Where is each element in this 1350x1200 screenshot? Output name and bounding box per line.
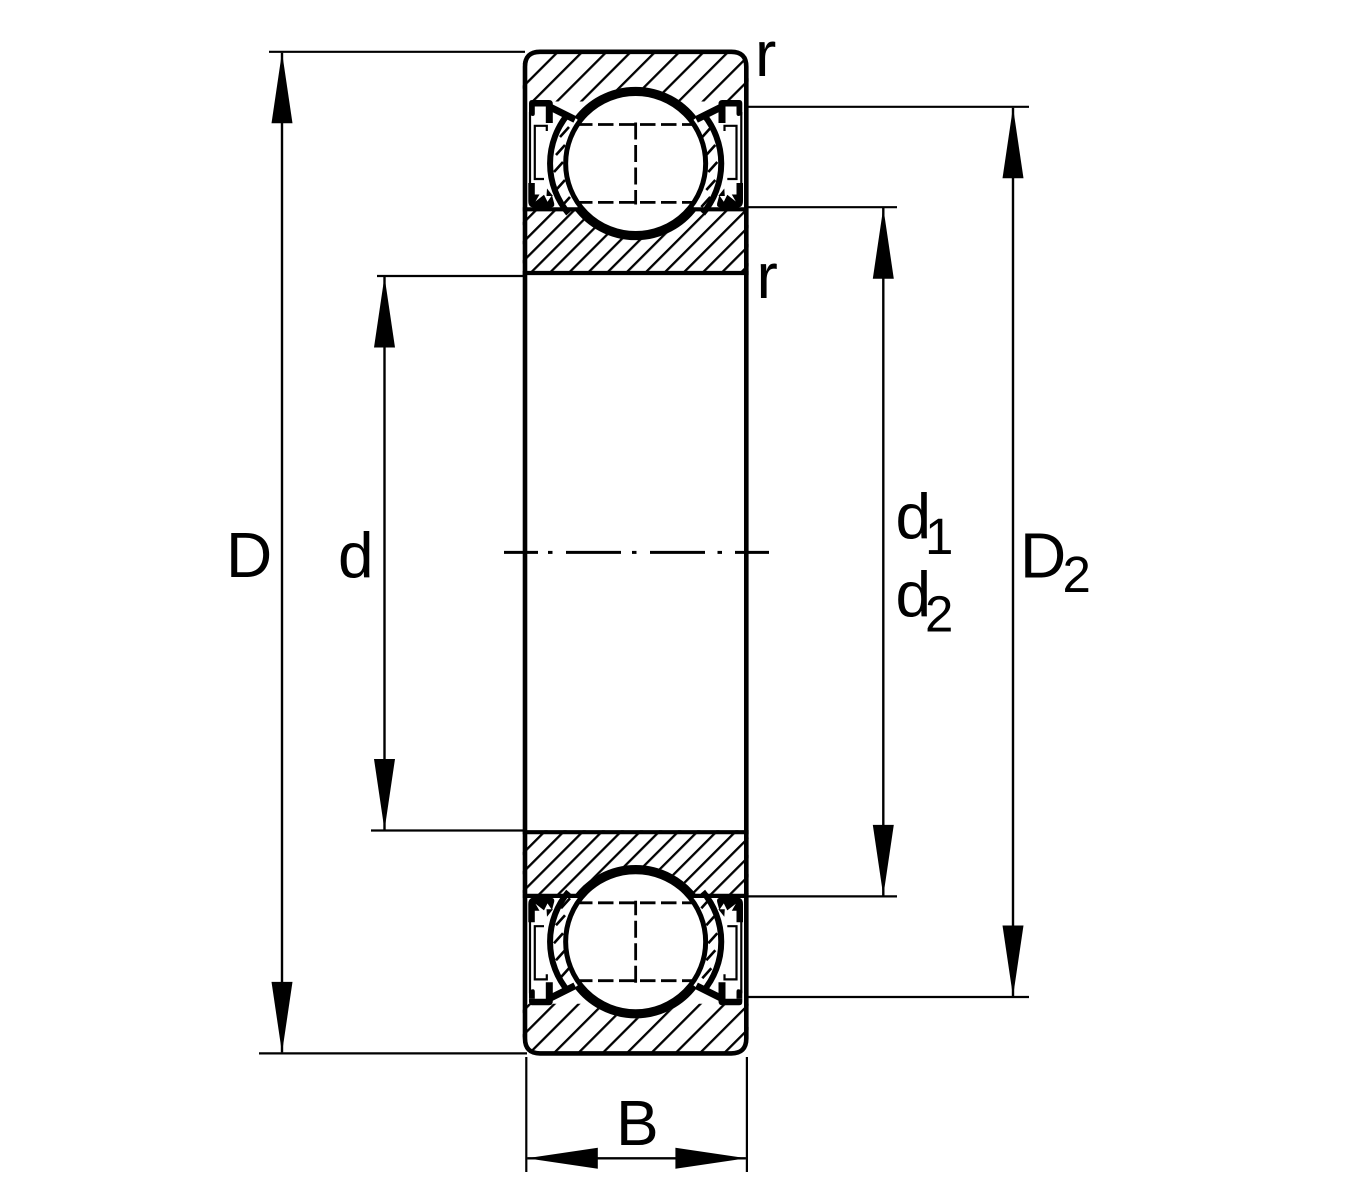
svg-text:d: d: [896, 559, 932, 631]
svg-text:r: r: [755, 18, 776, 90]
svg-text:r: r: [757, 240, 778, 312]
svg-text:2: 2: [925, 585, 953, 642]
svg-text:D: D: [226, 519, 272, 591]
svg-text:B: B: [616, 1087, 659, 1159]
svg-text:d: d: [896, 480, 932, 552]
svg-text:1: 1: [925, 508, 953, 565]
svg-text:D: D: [1020, 520, 1066, 592]
svg-text:2: 2: [1063, 546, 1091, 603]
svg-text:d: d: [338, 520, 374, 592]
